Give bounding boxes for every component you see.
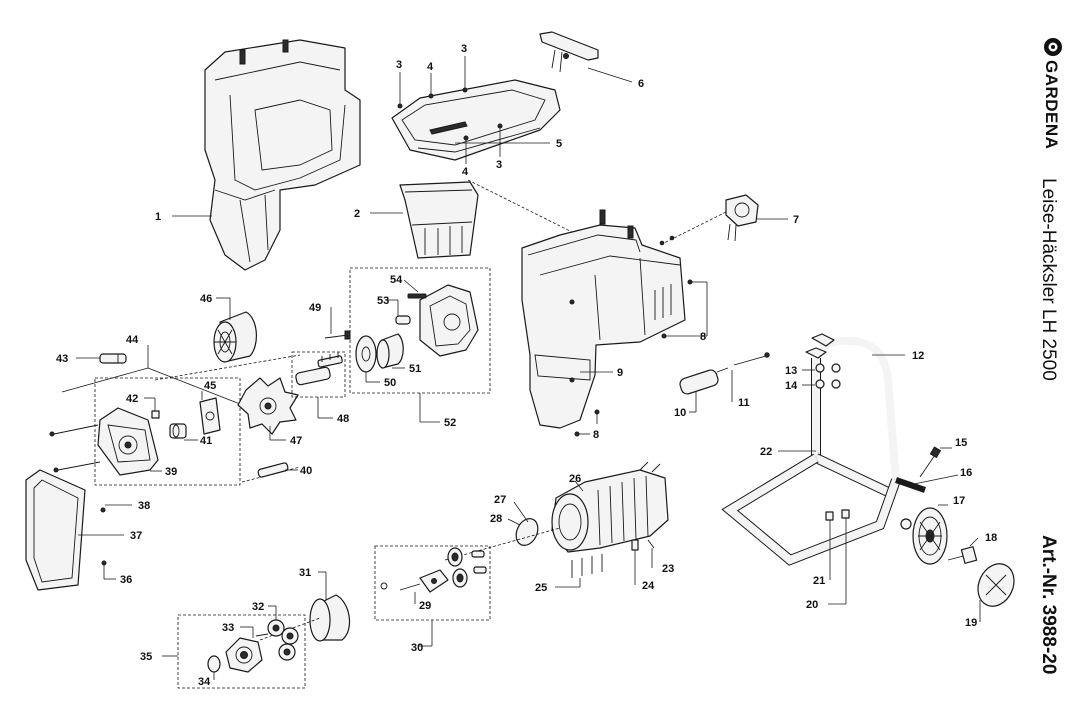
callout-24: 24: [642, 580, 655, 592]
part-51-bearing: [376, 333, 404, 369]
part-10-capacitor: [679, 367, 729, 395]
part-15-bolt: [919, 446, 942, 478]
callout-54: 54: [390, 274, 403, 286]
callout-9: 9: [617, 367, 623, 379]
callout-49: 49: [309, 302, 321, 314]
callout-3a: 3: [396, 59, 402, 71]
part-12-frame: [721, 333, 926, 566]
part-43-sleeve: [99, 353, 127, 364]
callout-18: 18: [985, 532, 997, 544]
part-6-handle-bracket: [539, 31, 599, 73]
callout-2: 2: [354, 208, 360, 220]
part-48-shaft: [295, 352, 343, 386]
part-45-washer: [199, 397, 221, 435]
callout-4a: 4: [427, 61, 434, 73]
callout-44: 44: [126, 334, 139, 346]
callout-3b: 3: [461, 43, 467, 55]
callout-8a: 8: [700, 331, 706, 343]
part-29-spring-hub: [380, 569, 449, 593]
gardena-logo: GARDENA: [1042, 38, 1062, 149]
part-53-pin: [395, 315, 411, 325]
callout-51: 51: [409, 363, 421, 375]
callout-17: 17: [953, 495, 965, 507]
callout-36: 36: [120, 574, 132, 586]
callout-25: 25: [535, 582, 547, 594]
callout-6: 6: [638, 78, 644, 90]
callout-27: 27: [494, 494, 506, 506]
callout-13: 13: [785, 365, 797, 377]
part-52-gearbox-housing: [407, 284, 479, 357]
callout-47: 47: [290, 435, 302, 447]
callout-39: 39: [165, 466, 177, 478]
part-11-screw: [733, 352, 770, 366]
callout-32: 32: [252, 601, 264, 613]
callout-26: 26: [569, 473, 581, 485]
callout-29: 29: [419, 600, 431, 612]
callout-37: 37: [130, 530, 142, 542]
callout-53: 53: [377, 295, 389, 307]
callout-43: 43: [56, 353, 68, 365]
part-28-disc: [515, 518, 539, 546]
callout-30: 30: [411, 642, 423, 654]
part-40-pin: [257, 462, 289, 478]
part-1-upper-housing: [204, 39, 361, 271]
callout-34: 34: [198, 676, 211, 688]
part-19-hubcap: [977, 563, 1015, 607]
callout-38: 38: [138, 500, 150, 512]
part-31-pulley: [309, 594, 351, 642]
product-name: Leise-Häcksler LH 2500: [1038, 178, 1059, 381]
callout-31: 31: [299, 567, 311, 579]
part-25-screws: [571, 554, 603, 578]
part-39-gear-cover: [97, 407, 159, 476]
part-23-screw: [647, 539, 655, 549]
callout-21: 21: [813, 575, 825, 587]
part-33-bearing-housing: [225, 633, 269, 673]
callout-1: 1: [155, 211, 161, 223]
callout-3c: 3: [496, 159, 502, 171]
callout-23: 23: [662, 563, 674, 575]
callout-22: 22: [760, 446, 772, 458]
part-37-front-cover: [25, 469, 86, 591]
callout-7: 7: [793, 214, 799, 226]
callout-45: 45: [204, 380, 216, 392]
callout-40: 40: [300, 465, 312, 477]
part-5-lid-tray: [391, 79, 561, 161]
part-2-funnel-insert: [399, 181, 479, 259]
part-46-roller: [213, 311, 257, 363]
part-7-switch: [725, 194, 759, 242]
part-41-bushing: [169, 423, 187, 439]
callout-41: 41: [200, 435, 212, 447]
part-26-motor: [551, 461, 669, 553]
brand-name: GARDENA: [1042, 60, 1061, 149]
part-50-disc: [355, 335, 377, 373]
part-18-axle-bolt: [947, 546, 978, 564]
part-49-screw: [324, 330, 351, 340]
part-32-gears: [267, 619, 299, 661]
callout-12: 12: [912, 350, 924, 362]
callout-19: 19: [965, 617, 977, 629]
callout-42: 42: [126, 393, 138, 405]
callout-28: 28: [490, 513, 502, 525]
callout-4b: 4: [462, 166, 469, 178]
article-number: Art.-Nr. 3988-20: [1038, 535, 1059, 674]
callout-11: 11: [738, 397, 750, 409]
callout-10: 10: [674, 407, 686, 419]
callout-20: 20: [806, 599, 818, 611]
callout-48: 48: [337, 413, 349, 425]
callout-46: 46: [200, 293, 212, 305]
callout-16: 16: [960, 467, 972, 479]
callout-35: 35: [140, 651, 152, 663]
callout-5: 5: [556, 138, 562, 150]
callout-50: 50: [384, 377, 396, 389]
part-9-lower-housing: [521, 209, 686, 429]
part-17-wheel: [912, 507, 948, 565]
callout-52: 52: [444, 417, 456, 429]
callout-15: 15: [955, 437, 967, 449]
part-47-impeller: [237, 377, 299, 435]
callout-33: 33: [222, 622, 234, 634]
part-30-gears: [447, 547, 487, 588]
callout-14: 14: [785, 380, 798, 392]
callout-8b: 8: [593, 429, 599, 441]
